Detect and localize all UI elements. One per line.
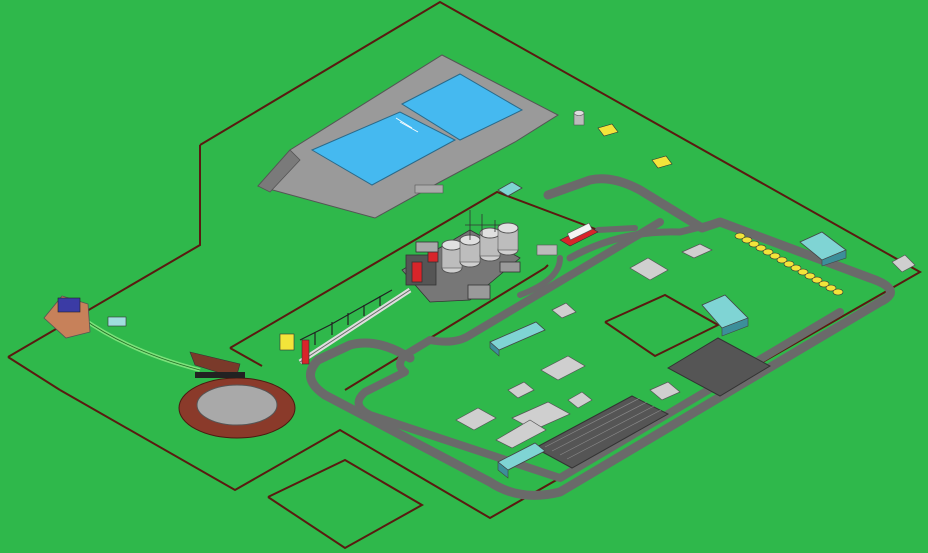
plant-structure	[405, 210, 521, 300]
primary-crusher	[43, 295, 127, 339]
pond-right	[400, 73, 524, 141]
road-network	[306, 174, 895, 500]
plant-silos	[441, 222, 519, 274]
processing-plant	[298, 210, 521, 365]
water-ponds	[257, 54, 560, 219]
pond-left	[310, 111, 457, 186]
fuel-tank-row	[734, 232, 844, 296]
parking-stripes	[544, 397, 662, 460]
equipment-yard-pad	[666, 337, 772, 397]
ore-stockpile	[178, 351, 296, 439]
support-buildings	[455, 243, 916, 449]
pipe-rack	[299, 289, 393, 345]
storage-tanks	[573, 110, 673, 169]
parking-lot	[533, 395, 670, 469]
admin-buildings	[489, 181, 847, 479]
crusher-red-tower	[301, 339, 310, 365]
reagent-tanks	[536, 222, 599, 256]
crusher-yellow-house	[279, 333, 295, 351]
